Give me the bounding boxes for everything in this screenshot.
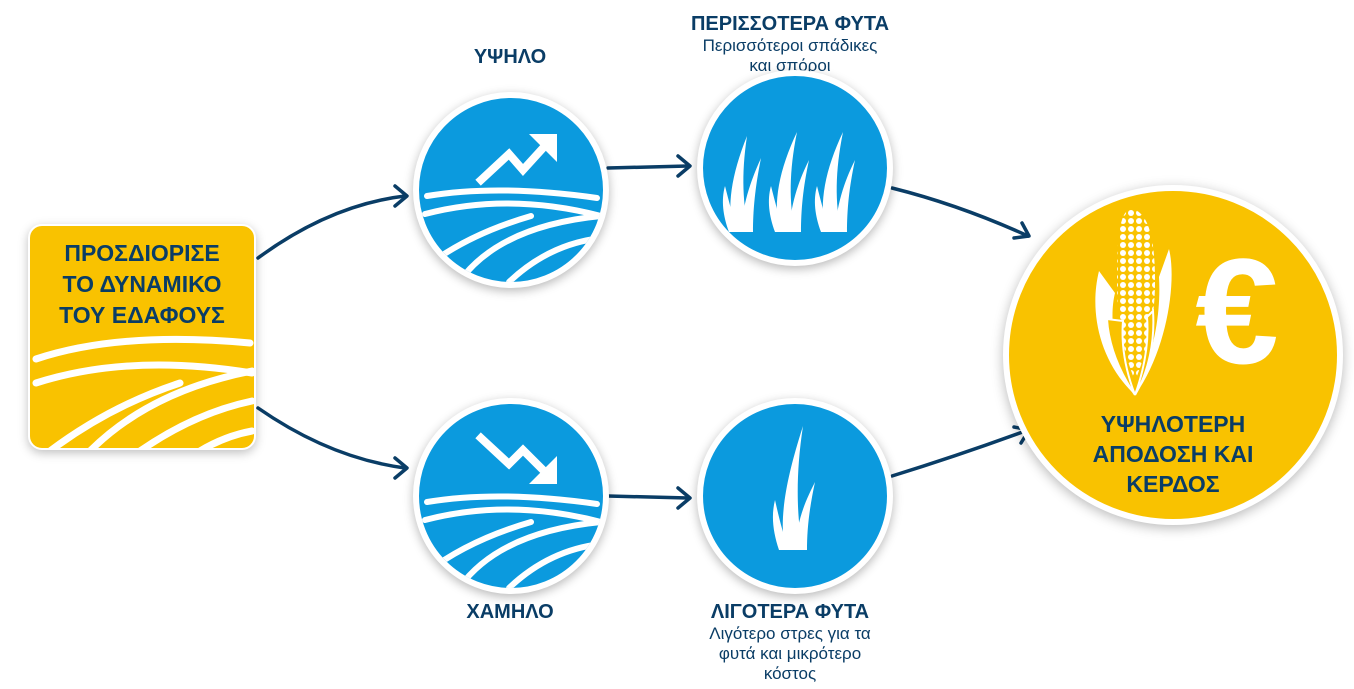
arrow-low-to-fewer	[606, 494, 690, 500]
high-label: ΥΨΗΛΟ	[473, 46, 547, 68]
field-icon	[422, 493, 603, 588]
arrow-fewer-to-result	[890, 428, 1030, 478]
low-label: ΧΑΜΗΛΟ	[466, 601, 554, 623]
corn-icon	[1095, 209, 1172, 396]
trend-down-icon	[475, 432, 557, 484]
determine-soil-potential-box: ΠΡΟΣΔΙΟΡΙΣΕ ΤΟ ΔΥΝΑΜΙΚΟ ΤΟΥ ΕΔΑΦΟΥΣ	[28, 224, 256, 450]
trend-up-icon	[475, 134, 557, 186]
more-plants-label: ΠΕΡΙΣΣΟΤΕΡΑ ΦΥΤΑ Περισσότεροι σπάδικες κ…	[660, 12, 920, 76]
arrow-start-to-low	[256, 406, 407, 470]
euro-icon: €	[1195, 227, 1279, 395]
grass-icon	[772, 426, 815, 550]
arrow-high-to-more	[606, 164, 690, 170]
fewer-plants-line3: κόστος	[763, 664, 817, 683]
higher-yield-profit-circle: € ΥΨΗΛΟΤΕΡΗ ΑΠΟΔΟΣΗ ΚΑΙ ΚΕΡΔΟΣ	[1003, 185, 1343, 525]
fewer-plants-circle	[697, 398, 893, 594]
arrow-start-to-high	[256, 194, 407, 260]
result-title: ΥΨΗΛΟΤΕΡΗ ΑΠΟΔΟΣΗ ΚΑΙ ΚΕΡΔΟΣ	[1092, 411, 1254, 497]
more-plants-title: ΠΕΡΙΣΣΟΤΕΡΑ ΦΥΤΑ	[690, 13, 890, 35]
fewer-plants-line2: φυτά και μικρότερο	[718, 644, 862, 663]
fewer-plants-title: ΛΙΓΟΤΕΡΑ ΦΥΤΑ	[710, 601, 870, 623]
arrow-more-to-result	[890, 186, 1030, 238]
field-icon	[422, 187, 603, 282]
high-potential-circle	[413, 92, 609, 288]
field-icon	[32, 335, 254, 448]
low-potential-circle	[413, 398, 609, 594]
fewer-plants-line1: Λιγότερο στρες για τα	[709, 624, 871, 643]
fewer-plants-label: ΛΙΓΟΤΕΡΑ ΦΥΤΑ Λιγότερο στρες για τα φυτά…	[660, 600, 920, 684]
start-title: ΠΡΟΣΔΙΟΡΙΣΕ ΤΟ ΔΥΝΑΜΙΚΟ ΤΟΥ ΕΔΑΦΟΥΣ	[59, 240, 225, 328]
more-plants-circle	[697, 70, 893, 266]
more-plants-line1: Περισσότεροι σπάδικες	[702, 36, 878, 55]
grass-icon	[722, 132, 855, 232]
